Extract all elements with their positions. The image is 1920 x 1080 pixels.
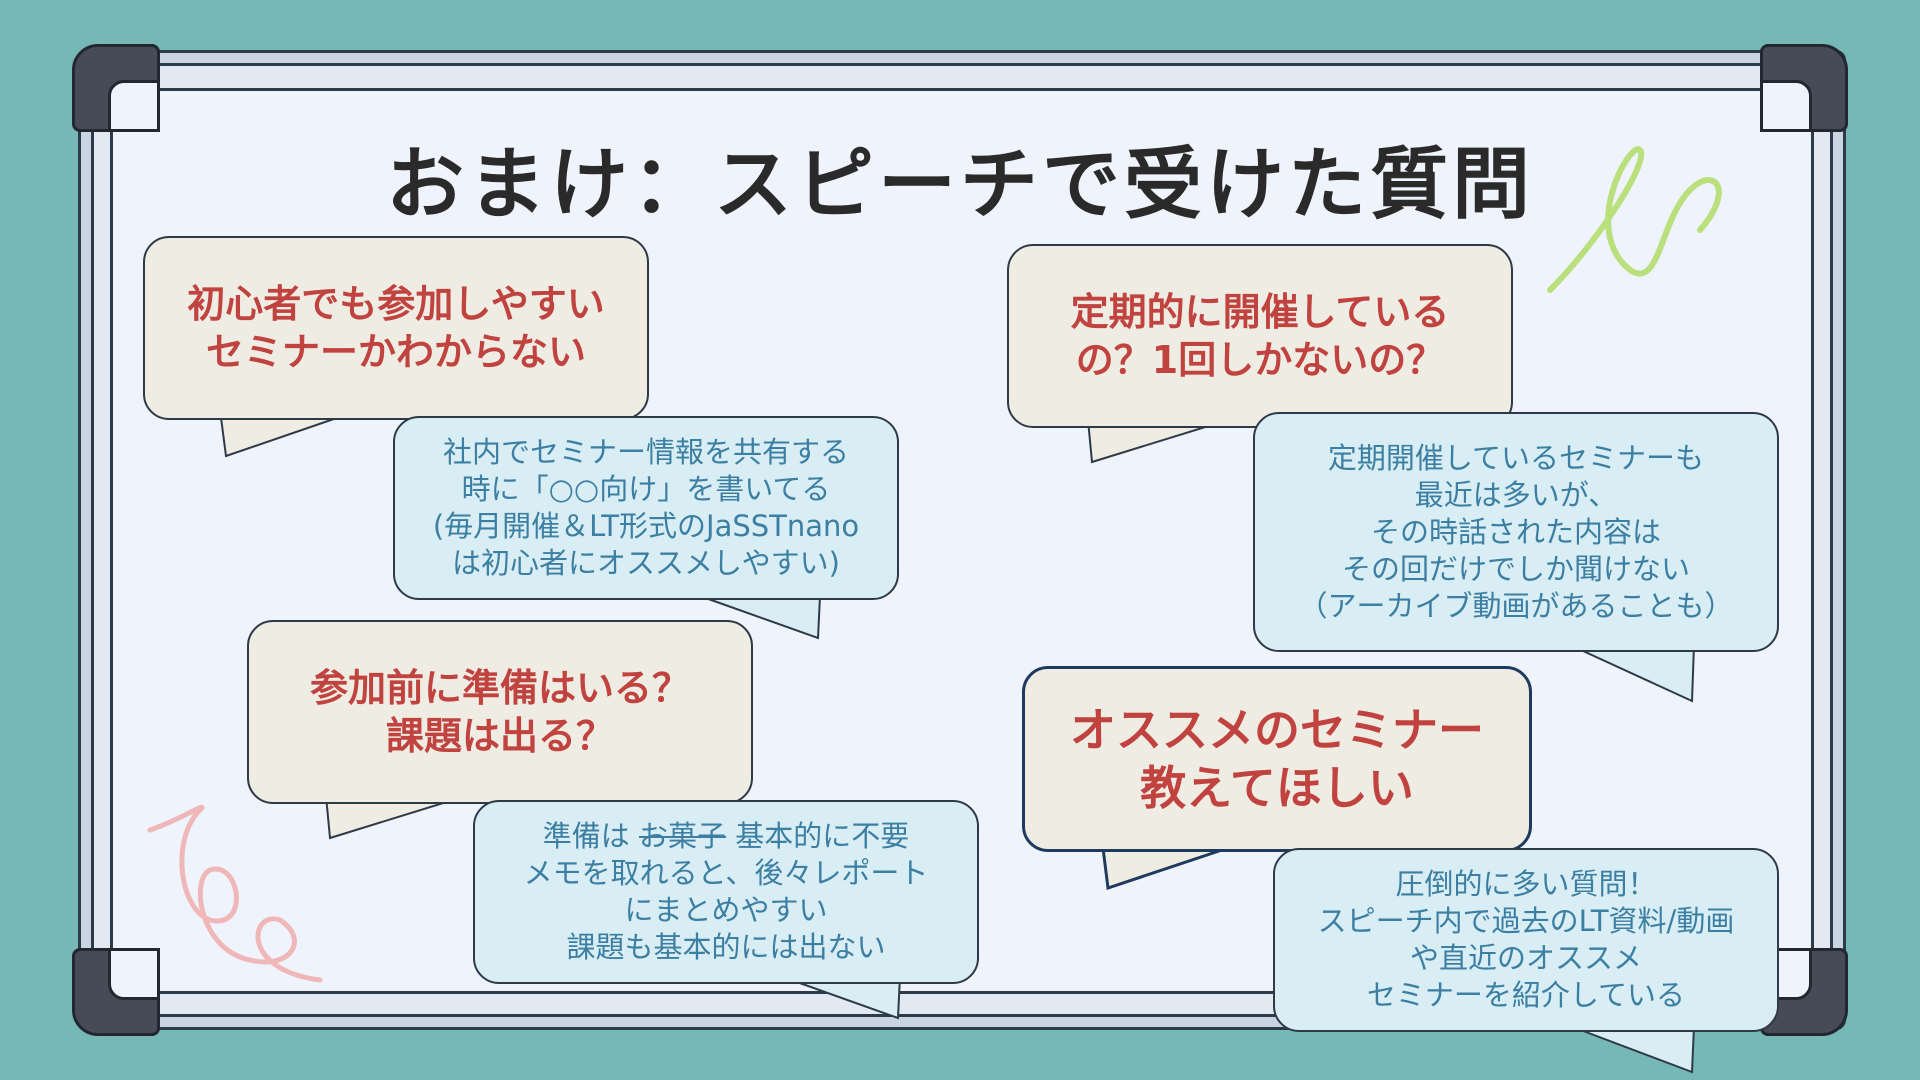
- question-bubble-preparation: 参加前に準備はいる？ 課題は出る？: [247, 620, 753, 804]
- frame-corner-top-right: [1760, 44, 1848, 132]
- frame-corner-bottom-left: [72, 948, 160, 1036]
- question-bubble-beginner: 初心者でも参加しやすい セミナーかわからない: [143, 236, 649, 420]
- answer-text: 社内でセミナー情報を共有する 時に「○○向け」を書いてる (毎月開催＆LT形式の…: [432, 435, 860, 580]
- question-text: オススメのセミナー 教えてほしい: [1070, 703, 1484, 815]
- answer-bubble-regular: 定期開催しているセミナーも 最近は多いが、 その時話された内容は その回だけでし…: [1253, 412, 1779, 652]
- frame-corner-top-left: [72, 44, 160, 132]
- bubble-tail: [1569, 644, 1696, 703]
- answer-bubble-beginner: 社内でセミナー情報を共有する 時に「○○向け」を書いてる (毎月開催＆LT形式の…: [393, 416, 899, 600]
- answer-text: 定期開催しているセミナーも 最近は多いが、 その時話された内容は その回だけでし…: [1298, 440, 1734, 623]
- answer-text: 準備は お菓子 基本的に不要 メモを取れると、後々レポート にまとめやすい 課題…: [523, 819, 929, 964]
- answer-text: 圧倒的に多い質問！ スピーチ内で過去のLT資料/動画 や直近のオススメ セミナー…: [1317, 867, 1735, 1012]
- answer-bubble-recommend: 圧倒的に多い質問！ スピーチ内で過去のLT資料/動画 や直近のオススメ セミナー…: [1273, 848, 1779, 1032]
- question-bubble-regular: 定期的に開催している の？1回しかないの？: [1007, 244, 1513, 428]
- bubble-tail: [1569, 1025, 1696, 1074]
- question-text: 定期的に開催している の？1回しかないの？: [1070, 290, 1450, 382]
- question-text: 参加前に準備はいる？ 課題は出る？: [309, 666, 690, 758]
- green-squiggle-icon: [1547, 146, 1722, 293]
- struck-text: お菓子: [638, 819, 726, 853]
- question-text: 初心者でも参加しやすい セミナーかわからない: [187, 282, 605, 374]
- answer-bubble-preparation: 準備は お菓子 基本的に不要 メモを取れると、後々レポート にまとめやすい 課題…: [473, 800, 979, 984]
- pink-squiggle-icon: [147, 804, 323, 983]
- question-bubble-recommend: オススメのセミナー 教えてほしい: [1022, 666, 1532, 852]
- slide-title: おまけ：スピーチで受けた質問: [385, 140, 1534, 230]
